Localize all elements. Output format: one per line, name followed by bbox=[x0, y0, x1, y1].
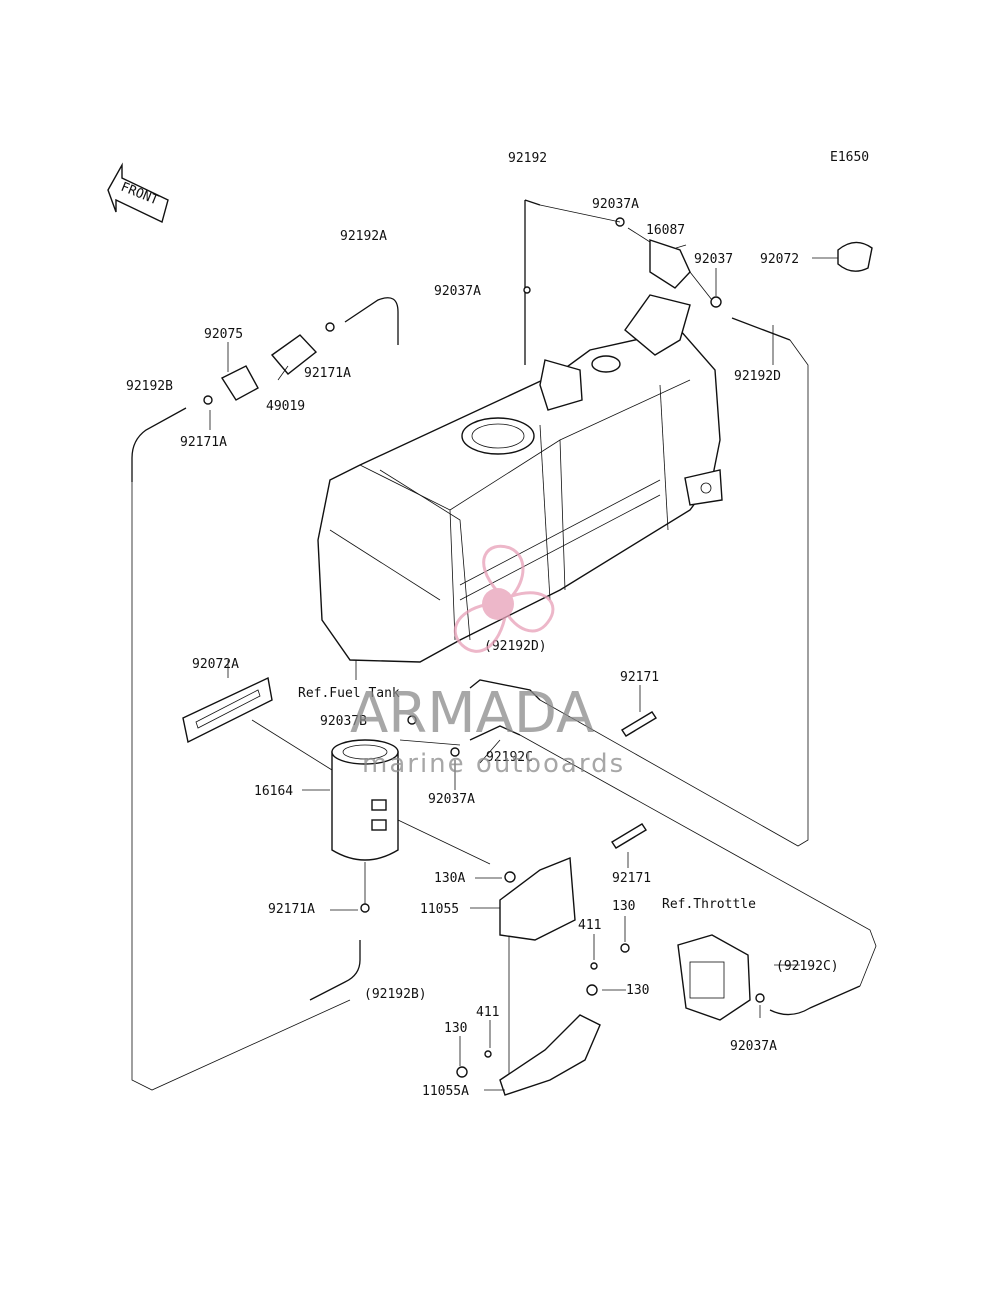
clamp-92037B bbox=[407, 715, 417, 725]
hose-92192B-lower bbox=[309, 940, 361, 1001]
throttle-body bbox=[677, 934, 765, 1021]
label-92171-bot: 92171 bbox=[612, 871, 651, 886]
label-92192: 92192 bbox=[508, 151, 547, 166]
label-92192B-paren: (92192B) bbox=[364, 987, 427, 1002]
hose-92192D bbox=[731, 317, 791, 341]
label-92171A-bot: 92171A bbox=[268, 902, 315, 917]
watermark: ARMADA marine outboards bbox=[350, 544, 625, 779]
label-92037A-top: 92037A bbox=[592, 197, 639, 212]
label-411-a: 411 bbox=[578, 918, 601, 933]
label-16164: 16164 bbox=[254, 784, 293, 799]
clamp-92171A bbox=[360, 903, 370, 913]
label-16087: 16087 bbox=[646, 223, 685, 238]
label-92171A-top: 92171A bbox=[304, 366, 351, 381]
strap-92072A bbox=[182, 676, 273, 744]
canister-16164 bbox=[331, 739, 399, 905]
watermark-brand: ARMADA bbox=[350, 681, 594, 746]
propeller-logo-icon bbox=[453, 544, 555, 653]
label-92171-top: 92171 bbox=[620, 670, 659, 685]
clamp-92171-bot bbox=[611, 823, 647, 849]
hose-92192 bbox=[524, 199, 541, 365]
label-92075: 92075 bbox=[204, 327, 243, 342]
label-92192D: 92192D bbox=[734, 369, 781, 384]
label-92072A: 92072A bbox=[192, 657, 239, 672]
label-92192A: 92192A bbox=[340, 229, 387, 244]
hose-92192C bbox=[469, 725, 521, 741]
diagram-code: E1650 bbox=[830, 150, 869, 165]
label-130A: 130A bbox=[434, 871, 465, 886]
hose-92192A bbox=[344, 297, 399, 345]
label-92171A-mid: 92171A bbox=[180, 435, 227, 450]
clamp-92037A-mid bbox=[450, 747, 460, 757]
clamp-92037A bbox=[523, 286, 531, 294]
label-92037: 92037 bbox=[694, 252, 733, 267]
label-92037A-mid: 92037A bbox=[428, 792, 475, 807]
label-92192C: 92192C bbox=[486, 750, 533, 765]
hose-92192B-upper bbox=[131, 407, 187, 482]
label-92072: 92072 bbox=[760, 252, 799, 267]
filter-49019 bbox=[203, 322, 335, 405]
label-ref-throttle: Ref.Throttle bbox=[662, 897, 756, 912]
hose-tank-line bbox=[469, 679, 541, 701]
bracket-11055A bbox=[456, 943, 630, 1096]
label-92192D-paren: (92192D) bbox=[484, 639, 547, 654]
label-92037B: 92037B bbox=[320, 714, 367, 729]
label-11055: 11055 bbox=[420, 902, 459, 917]
front-arrow-icon: FRONT bbox=[107, 162, 169, 223]
clamp-92171-top bbox=[621, 711, 657, 737]
label-11055A: 11055A bbox=[422, 1084, 469, 1099]
clip-92072 bbox=[837, 241, 873, 272]
hose-92192-throttle bbox=[769, 985, 861, 1016]
label-49019: 49019 bbox=[266, 399, 305, 414]
label-ref-fuel-tank: Ref.Fuel Tank bbox=[298, 686, 400, 701]
label-92192C-paren: (92192C) bbox=[776, 959, 839, 974]
fuel-tank bbox=[317, 294, 723, 663]
label-130-a: 130 bbox=[612, 899, 635, 914]
label-130-b: 130 bbox=[626, 983, 649, 998]
label-92037A-bot: 92037A bbox=[730, 1039, 777, 1054]
label-130-c: 130 bbox=[444, 1021, 467, 1036]
bracket-11055 bbox=[499, 856, 576, 941]
label-92037A-left: 92037A bbox=[434, 284, 481, 299]
label-411-b: 411 bbox=[476, 1005, 499, 1020]
label-92192B: 92192B bbox=[126, 379, 173, 394]
watermark-tagline: marine outboards bbox=[362, 749, 625, 779]
